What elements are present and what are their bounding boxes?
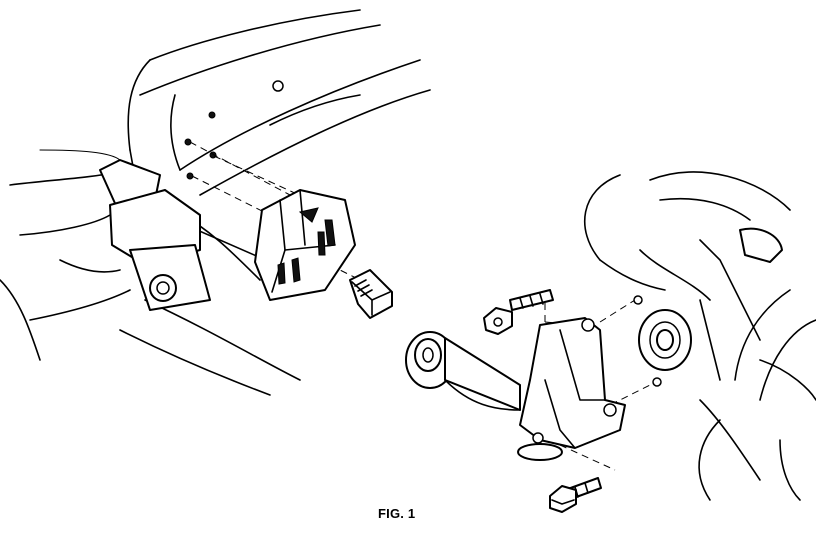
engine-block	[583, 171, 816, 501]
frame-mount-bracket	[254, 189, 356, 301]
figure-caption: FIG. 1	[378, 506, 416, 521]
mount-bolt-upper	[483, 289, 554, 335]
engine-mount-assembly	[405, 317, 626, 461]
frame-bolt	[349, 269, 393, 319]
frame-rail	[0, 9, 431, 396]
mount-bolt-lower	[549, 477, 602, 513]
